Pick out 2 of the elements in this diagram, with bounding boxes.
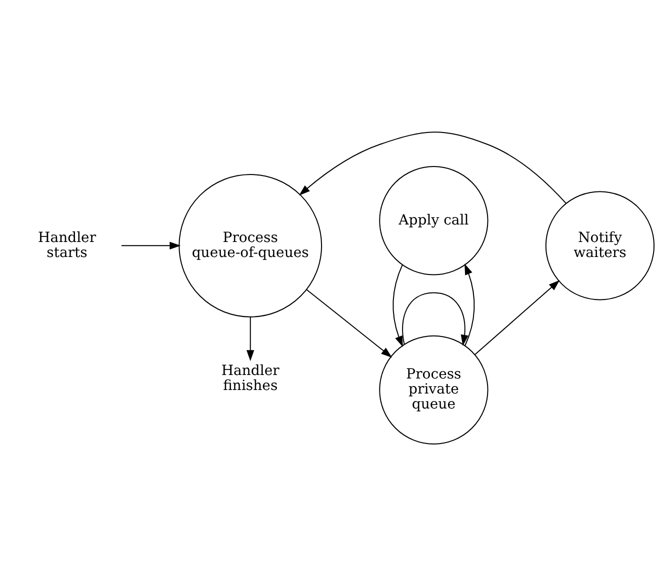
node-text: Handler finishes [221,363,280,394]
node-text: Handler starts [38,230,96,261]
